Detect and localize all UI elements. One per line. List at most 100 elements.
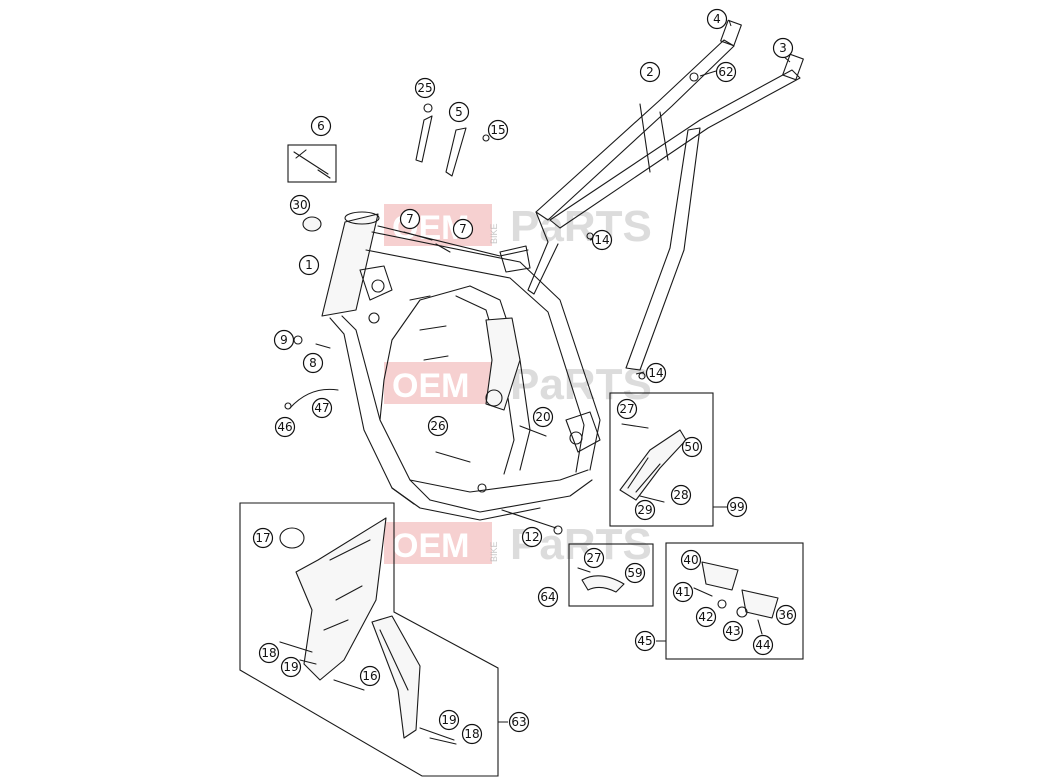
svg-text:19: 19 — [441, 713, 456, 727]
callout-42: 42 — [695, 606, 717, 628]
svg-text:9: 9 — [280, 333, 288, 347]
svg-text:28: 28 — [673, 488, 688, 502]
frame-protector-group — [239, 502, 508, 777]
callout-2: 2 — [639, 61, 661, 83]
callout-62: 62 — [715, 61, 737, 83]
callout-41: 41 — [672, 581, 694, 603]
callout-64: 64 — [537, 586, 559, 608]
svg-text:62: 62 — [718, 65, 733, 79]
callout-15: 15 — [487, 119, 509, 141]
part-6-box — [287, 144, 337, 183]
part-99-box — [609, 392, 714, 527]
callout-18a: 18 — [258, 642, 280, 664]
callout-46: 46 — [274, 416, 296, 438]
callout-20: 20 — [532, 406, 554, 428]
svg-text:7: 7 — [459, 222, 467, 236]
watermark-oem-text: OEM — [392, 367, 469, 405]
svg-text:12: 12 — [524, 530, 539, 544]
svg-text:63: 63 — [511, 715, 526, 729]
svg-text:25: 25 — [417, 81, 432, 95]
svg-text:99: 99 — [729, 500, 744, 514]
callout-40: 40 — [680, 549, 702, 571]
leader-lines — [589, 19, 791, 375]
chain-slider-group — [568, 543, 654, 607]
callout-26: 26 — [427, 415, 449, 437]
svg-text:46: 46 — [277, 420, 292, 434]
callout-4: 4 — [706, 8, 728, 30]
callout-27a: 27 — [616, 398, 638, 420]
watermark-middle: OEM BIKE PaRTS — [384, 360, 652, 409]
svg-text:42: 42 — [698, 610, 713, 624]
callout-5: 5 — [448, 101, 470, 123]
svg-text:17: 17 — [255, 531, 270, 545]
svg-text:36: 36 — [778, 608, 793, 622]
callout-59: 59 — [624, 562, 646, 584]
subframe-drawing — [527, 19, 804, 380]
callout-9: 9 — [273, 329, 295, 351]
steering-head-tube — [321, 213, 379, 317]
callout-44: 44 — [752, 634, 774, 656]
svg-text:41: 41 — [675, 585, 690, 599]
callout-28: 28 — [670, 484, 692, 506]
svg-text:59: 59 — [627, 566, 642, 580]
svg-text:44: 44 — [755, 638, 770, 652]
footrest-group — [656, 542, 804, 660]
callout-18b: 18 — [461, 723, 483, 745]
svg-text:64: 64 — [540, 590, 555, 604]
small-parts-drawing — [284, 103, 563, 535]
callout-99: 99 — [726, 496, 748, 518]
callout-50: 50 — [681, 436, 703, 458]
callout-47: 47 — [311, 397, 333, 419]
svg-text:5: 5 — [455, 105, 463, 119]
callout-7b: 7 — [452, 218, 474, 240]
watermark-bar — [384, 522, 492, 564]
main-frame-drawing — [321, 211, 601, 521]
svg-text:18: 18 — [464, 727, 479, 741]
svg-text:18: 18 — [261, 646, 276, 660]
svg-text:50: 50 — [684, 440, 699, 454]
svg-text:1: 1 — [305, 258, 313, 272]
callout-6: 6 — [310, 115, 332, 137]
part-45-box — [665, 542, 804, 660]
chain-guide-group — [609, 392, 728, 527]
callout-43: 43 — [722, 620, 744, 642]
watermark-bar — [384, 362, 492, 404]
callout-19b: 19 — [438, 709, 460, 731]
svg-text:15: 15 — [490, 123, 505, 137]
callout-19a: 19 — [280, 656, 302, 678]
svg-text:27: 27 — [619, 402, 634, 416]
svg-text:26: 26 — [430, 419, 445, 433]
svg-text:20: 20 — [535, 410, 550, 424]
part-64-box — [568, 543, 654, 607]
svg-text:29: 29 — [637, 503, 652, 517]
watermark-bike-text: BIKE — [489, 541, 499, 562]
callout-29: 29 — [634, 499, 656, 521]
svg-text:2: 2 — [646, 65, 654, 79]
callout-8: 8 — [302, 352, 324, 374]
svg-text:40: 40 — [683, 553, 698, 567]
svg-text:27: 27 — [586, 551, 601, 565]
watermark-bike-text: BIKE — [489, 223, 499, 244]
callouts: 1 2 3 4 5 6 7 7 8 9 12 14 14 15 16 17 18… — [252, 8, 797, 745]
svg-text:8: 8 — [309, 356, 317, 370]
svg-text:45: 45 — [637, 634, 652, 648]
callout-7a: 7 — [399, 208, 421, 230]
callout-17: 17 — [252, 527, 274, 549]
callout-3: 3 — [772, 37, 794, 59]
svg-text:7: 7 — [406, 212, 414, 226]
callout-12: 12 — [521, 526, 543, 548]
svg-text:3: 3 — [779, 41, 787, 55]
callout-27b: 27 — [583, 547, 605, 569]
watermark-parts-text: PaRTS — [510, 202, 652, 251]
svg-text:47: 47 — [314, 401, 329, 415]
svg-text:14: 14 — [648, 366, 663, 380]
callout-63: 63 — [508, 711, 530, 733]
callout-14a: 14 — [591, 229, 613, 251]
svg-text:19: 19 — [283, 660, 298, 674]
callout-45: 45 — [634, 630, 656, 652]
svg-text:16: 16 — [362, 669, 377, 683]
callout-36: 36 — [775, 604, 797, 626]
svg-text:30: 30 — [292, 198, 307, 212]
callout-25: 25 — [414, 77, 436, 99]
